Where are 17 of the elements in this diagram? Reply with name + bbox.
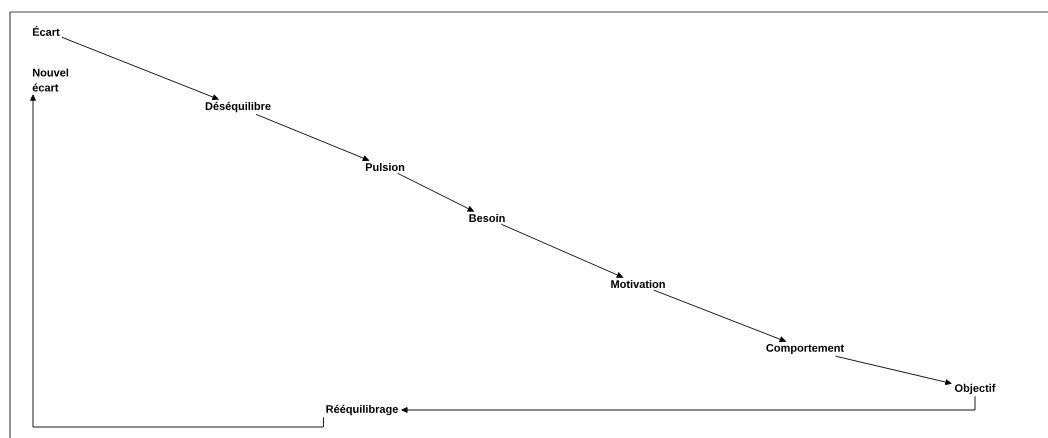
arrow — [653, 289, 786, 343]
arrow — [835, 355, 952, 385]
arrow — [255, 113, 370, 161]
arrow — [500, 223, 624, 278]
node-label: Rééquilibrage — [326, 404, 398, 416]
arrow — [397, 172, 474, 212]
node-label: Nouvel écart — [32, 68, 69, 92]
node-label: Objectif — [955, 383, 996, 395]
arrow — [401, 395, 976, 413]
node-label: Écart — [32, 26, 60, 36]
arrow — [61, 36, 219, 100]
node-label: Motivation — [611, 279, 665, 289]
arrow — [30, 94, 324, 428]
node-label: Déséquilibre — [205, 101, 271, 113]
node-label: Besoin — [469, 213, 505, 223]
node-label: Pulsion — [365, 162, 405, 172]
node-label: Comportement — [766, 344, 844, 354]
